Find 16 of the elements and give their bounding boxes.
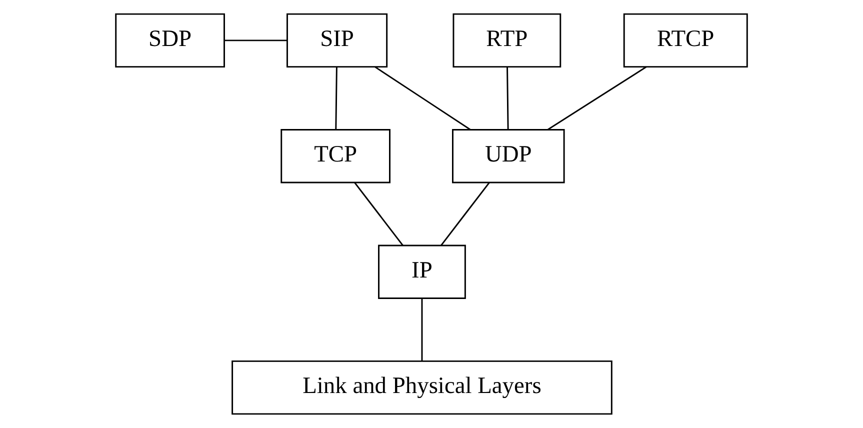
node-box: Link and Physical Layers	[232, 360, 612, 415]
node-box: UDP	[452, 129, 565, 184]
connector	[506, 66, 509, 130]
node-box: IP	[378, 244, 466, 299]
node-box: RTP	[452, 13, 562, 68]
node-box: TCP	[280, 129, 390, 184]
node-box: SIP	[286, 13, 388, 68]
connector	[224, 40, 288, 42]
connector	[547, 66, 647, 130]
connector	[440, 182, 490, 246]
connector	[421, 298, 423, 362]
connector	[354, 182, 404, 246]
connector	[335, 66, 338, 130]
node-box: SDP	[115, 13, 225, 68]
node-box: RTCP	[623, 13, 748, 68]
connector	[374, 66, 471, 130]
